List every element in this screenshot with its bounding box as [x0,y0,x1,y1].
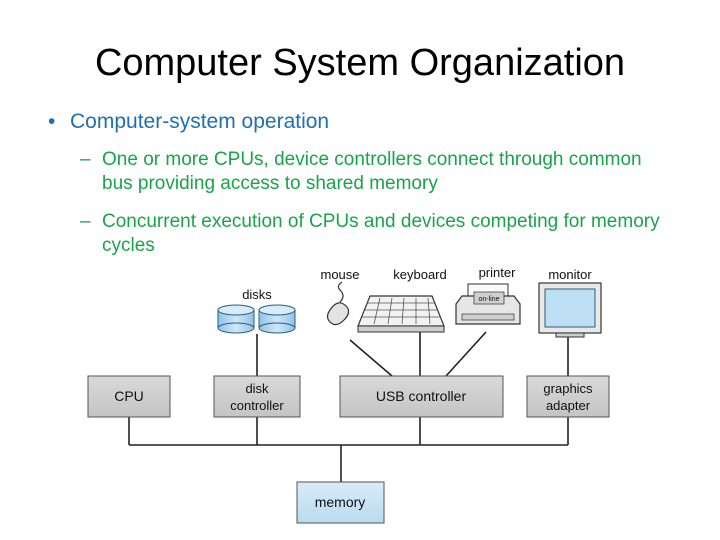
graphics-adapter-box: graphics adapter [526,375,610,418]
slide-title: Computer System Organization [94,42,626,84]
disks-icon [217,304,296,334]
disk-controller-label-1: disk [245,381,269,396]
cpu-label: CPU [114,388,144,404]
disk-controller-box: disk controller [213,375,301,418]
memory-label: memory [315,494,366,510]
disks-label: disks [242,287,272,302]
usb-controller-box: USB controller [339,375,504,418]
usb-controller-label: USB controller [376,388,467,404]
bullet-computer-system-operation: • Computer-system operation [48,110,329,134]
sub-bullet-concurrent: – Concurrent execution of CPUs and devic… [80,210,662,258]
sub-bullet-text: Concurrent execution of CPUs and devices… [102,211,660,256]
memory-box: memory [296,481,385,524]
dash-icon: – [80,211,91,232]
bullet-dot-icon: • [48,110,56,133]
disk-controller-label-2: controller [230,398,284,413]
bus-lines [128,331,569,482]
cpu-box: CPU [87,375,171,418]
sub-bullet-text: One or more CPUs, device controllers con… [102,149,642,194]
monitor-icon [538,282,602,338]
printer-icon: on-line [455,283,521,325]
mouse-label: mouse [320,267,359,282]
graphics-adapter-label-2: adapter [546,398,591,413]
bullet-text: Computer-system operation [70,110,330,133]
dash-icon: – [80,149,91,170]
sub-bullet-cpus: – One or more CPUs, device controllers c… [80,148,662,196]
monitor-label: monitor [548,267,592,282]
printer-label: printer [479,265,517,280]
keyboard-label: keyboard [393,267,446,282]
mouse-icon [326,281,350,326]
graphics-adapter-label-1: graphics [543,381,593,396]
keyboard-icon [357,295,445,333]
printer-panel-label: on-line [478,296,499,303]
